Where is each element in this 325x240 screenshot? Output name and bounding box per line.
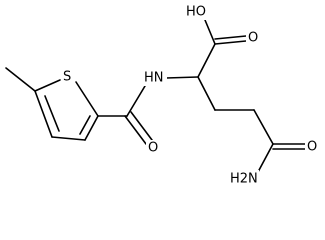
chemical-structure-diagram: S HN HO O O O H2N [5, 4, 319, 188]
carbamoyl-nh2-atom: H2N [230, 172, 258, 187]
bond-amide-co-2 [130, 111, 153, 141]
bond-acid-co-1 [214, 40, 247, 45]
bond-carbamoyl-nh2 [257, 143, 274, 173]
bond-calpha-ch2 [197, 76, 216, 111]
amide-nh-atom: HN [144, 71, 164, 86]
sulfur-atom: S [63, 70, 71, 85]
bond-c5-s [34, 79, 61, 92]
bond-lines [5, 19, 306, 173]
acid-hydroxyl-atom: HO [186, 5, 206, 20]
bond-methyl [5, 67, 36, 92]
bond-acid-oh [204, 19, 216, 45]
amide-carbonyl-oxygen: O [148, 141, 158, 156]
bond-c2-c3-outer [84, 115, 99, 141]
bond-c3-c4 [51, 136, 86, 141]
bond-calpha-acid [197, 43, 216, 78]
atom-labels: S HN HO O O O H2N [61, 4, 319, 188]
bond-acid-co-2 [214, 35, 247, 40]
carbamoyl-oxygen: O [307, 140, 317, 155]
bond-amide-c-n [126, 85, 146, 117]
bond-c2-c3-inner [79, 115, 91, 135]
bond-s-c2 [75, 81, 99, 117]
bond-ch2-carbamoyl [253, 109, 274, 145]
bond-n-calpha [165, 76, 199, 79]
bond-amide-co-1 [124, 115, 147, 145]
bond-c4-c5-inner [44, 95, 60, 132]
bond-c4-c5-outer [34, 90, 53, 138]
acid-carbonyl-oxygen: O [248, 31, 258, 46]
